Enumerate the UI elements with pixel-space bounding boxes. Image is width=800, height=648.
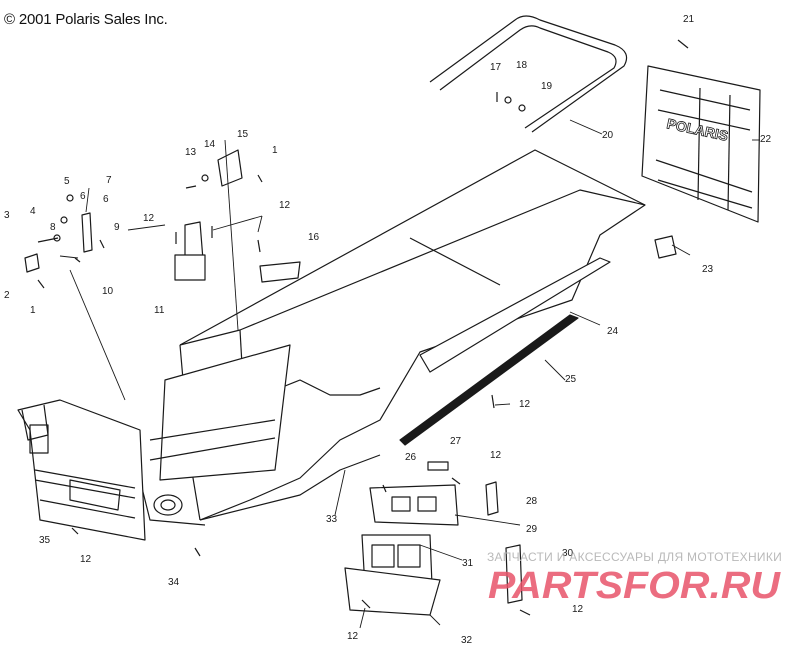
callout-18: 18 bbox=[516, 60, 528, 71]
callout-6b: 6 bbox=[103, 194, 109, 205]
callout-13: 13 bbox=[185, 147, 197, 158]
callout-1a: 1 bbox=[30, 305, 36, 316]
callout-24: 24 bbox=[607, 326, 619, 337]
callout-12g: 12 bbox=[347, 631, 359, 642]
callout-35: 35 bbox=[39, 535, 51, 546]
callout-12f: 12 bbox=[572, 604, 584, 615]
callout-23: 23 bbox=[702, 264, 714, 275]
callout-8: 8 bbox=[50, 222, 56, 233]
callout-5: 5 bbox=[64, 176, 70, 187]
brackets bbox=[24, 149, 677, 616]
callout-32: 32 bbox=[461, 635, 473, 643]
callout-33: 33 bbox=[326, 514, 338, 525]
callout-31: 31 bbox=[462, 558, 474, 569]
callout-9: 9 bbox=[114, 222, 120, 233]
callout-22: 22 bbox=[760, 134, 772, 145]
callout-25: 25 bbox=[565, 374, 577, 385]
callout-10: 10 bbox=[102, 286, 114, 297]
callout-11: 11 bbox=[154, 305, 165, 316]
callout-28: 28 bbox=[526, 496, 538, 507]
callout-16: 16 bbox=[308, 232, 320, 243]
fasteners bbox=[37, 39, 689, 616]
callout-1b: 1 bbox=[272, 145, 278, 156]
leader-lines bbox=[59, 119, 760, 629]
callout-15: 15 bbox=[237, 129, 249, 140]
watermark-tagline: ЗАПЧАСТИ И АКСЕССУАРЫ ДЛЯ МОТОТЕХНИКИ bbox=[487, 550, 783, 564]
tunnel-chassis bbox=[129, 149, 646, 526]
callout-29: 29 bbox=[526, 524, 538, 535]
callout-21: 21 bbox=[683, 14, 695, 25]
watermark-logo-text: PARTSFOR.RU bbox=[488, 565, 782, 604]
callout-3: 3 bbox=[4, 210, 10, 221]
front-bulkhead bbox=[17, 399, 183, 541]
callout-12b: 12 bbox=[279, 200, 291, 211]
callout-27: 27 bbox=[450, 436, 462, 447]
callout-12e: 12 bbox=[80, 554, 92, 565]
callout-labels: 1 1 2 3 4 5 6 6 7 8 9 10 11 12 12 12 12 … bbox=[4, 14, 772, 646]
callout-17: 17 bbox=[490, 62, 502, 73]
rear-bumper bbox=[429, 15, 628, 133]
callout-34: 34 bbox=[168, 577, 180, 588]
callout-30: 30 bbox=[562, 548, 574, 559]
callout-4: 4 bbox=[30, 206, 36, 217]
callout-12d: 12 bbox=[490, 450, 502, 461]
callout-6a: 6 bbox=[80, 191, 86, 202]
callout-12c: 12 bbox=[519, 399, 531, 410]
callout-14: 14 bbox=[204, 139, 216, 150]
snow-flap bbox=[641, 65, 761, 223]
watermark-logo: PARTSFOR.RU bbox=[488, 565, 782, 604]
callout-26: 26 bbox=[405, 452, 417, 463]
callout-7: 7 bbox=[106, 175, 112, 186]
callout-2: 2 bbox=[4, 290, 10, 301]
callout-19: 19 bbox=[541, 81, 553, 92]
copyright-text: © 2001 Polaris Sales Inc. bbox=[4, 11, 168, 28]
callout-20: 20 bbox=[602, 130, 614, 141]
callout-12a: 12 bbox=[143, 213, 155, 224]
